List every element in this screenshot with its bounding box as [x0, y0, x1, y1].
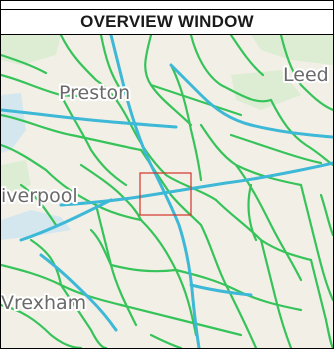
map-water: [1, 93, 71, 240]
city-label-preston: Preston: [59, 82, 130, 104]
overview-title: OVERVIEW WINDOW: [80, 12, 254, 31]
map-parks: [1, 35, 333, 195]
city-label-wrexham: Vrexham: [1, 292, 86, 314]
top-strip: [1, 1, 333, 10]
city-label-leeds: Leed: [283, 64, 329, 86]
viewport-rectangle[interactable]: [139, 172, 192, 216]
overview-map[interactable]: Preston Leed iverpool Vrexham: [1, 35, 333, 348]
city-label-liverpool: iverpool: [1, 185, 78, 207]
overview-header: OVERVIEW WINDOW: [1, 10, 333, 35]
map-city-labels: Preston Leed iverpool Vrexham: [1, 62, 331, 316]
map-motorways: [1, 35, 333, 348]
map-roads: [1, 35, 333, 348]
